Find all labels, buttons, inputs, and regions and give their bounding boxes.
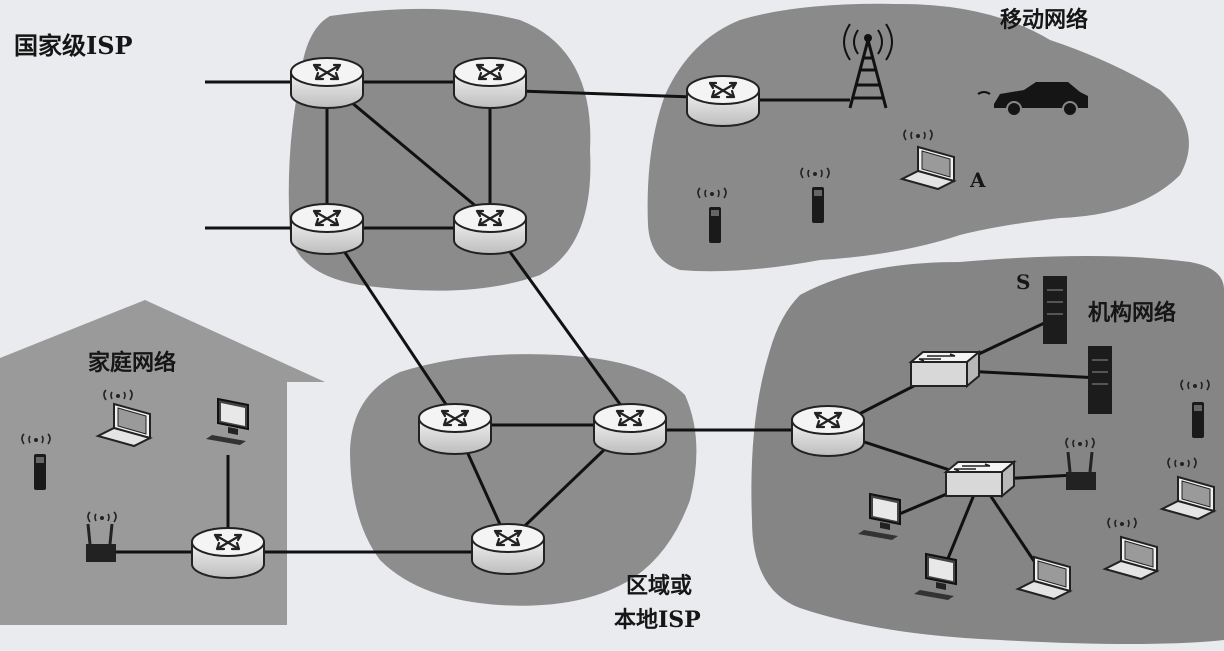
host-a-label: A (970, 168, 986, 192)
wifi-access-point-icon (86, 523, 116, 562)
switch-icon (945, 461, 1015, 497)
regional-isp-label-line2: 本地ISP (614, 607, 701, 633)
cellphone-icon (812, 187, 824, 223)
router-icon (685, 74, 761, 128)
server-icon (1042, 275, 1068, 345)
server-s-label: S (1016, 270, 1031, 294)
regional-isp-label-line1: 区域或 (626, 573, 693, 599)
router-icon (452, 56, 528, 110)
mobile-network-label: 移动网络 (1000, 7, 1089, 33)
router-icon (470, 522, 546, 576)
router-icon (190, 526, 266, 580)
router-icon (592, 402, 668, 456)
wifi-access-point-icon (1066, 451, 1096, 490)
home-network-label: 家庭网络 (88, 350, 177, 376)
cellphone-icon (34, 454, 46, 490)
car-icon (977, 82, 1088, 117)
cellphone-icon (1192, 402, 1204, 438)
router-icon (289, 202, 365, 256)
router-icon (790, 404, 866, 458)
cell-tower-icon (843, 23, 893, 109)
router-icon (452, 202, 528, 256)
cellphone-icon (709, 207, 721, 243)
national-isp-label: 国家级ISP (14, 31, 133, 60)
router-icon (417, 402, 493, 456)
switch-icon (910, 351, 980, 387)
institution-network-label: 机构网络 (1088, 300, 1177, 326)
router-icon (289, 56, 365, 110)
server-icon (1087, 345, 1113, 415)
